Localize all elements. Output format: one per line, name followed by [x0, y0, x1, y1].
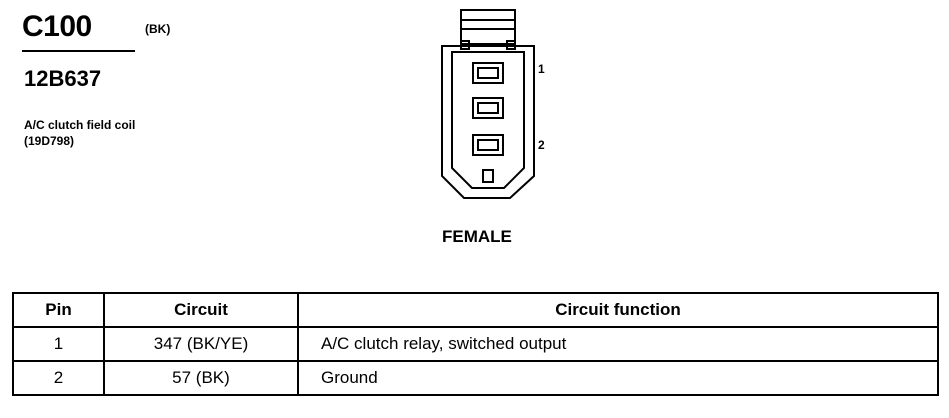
connector-key [482, 169, 494, 183]
table-row: 2 57 (BK) Ground [12, 360, 939, 396]
cell-circuit-function: A/C clutch relay, switched output [297, 326, 939, 362]
pin-number-1: 1 [538, 62, 545, 76]
connector-color-code: (BK) [145, 22, 171, 36]
title-underline [22, 50, 135, 52]
connector-id: C100 [22, 10, 92, 43]
connector-gender: FEMALE [442, 227, 512, 246]
cell-circuit: 57 (BK) [103, 360, 299, 396]
component-description: A/C clutch field coil (19D798) [24, 117, 135, 149]
pin-number-2: 2 [538, 138, 545, 152]
connector-face-diagram [441, 9, 535, 199]
table-row: 1 347 (BK/YE) A/C clutch relay, switched… [12, 326, 939, 362]
header-circuit-function: Circuit function [297, 292, 939, 328]
cell-pin: 1 [12, 326, 105, 362]
component-name: A/C clutch field coil [24, 118, 136, 132]
cell-circuit: 347 (BK/YE) [103, 326, 299, 362]
cell-circuit-function: Ground [297, 360, 939, 396]
table-header-row: Pin Circuit Circuit function [12, 292, 939, 328]
header-pin: Pin [12, 292, 105, 328]
pinout-table: Pin Circuit Circuit function 1 347 (BK/Y… [12, 292, 939, 396]
component-part-number: (19D798) [24, 134, 75, 148]
connector-body-outer [441, 45, 535, 199]
connector-body-inner [451, 51, 525, 189]
cell-pin: 2 [12, 360, 105, 396]
connector-latch [460, 9, 516, 50]
header-circuit: Circuit [103, 292, 299, 328]
part-number: 12B637 [24, 66, 102, 91]
pin-cavity-1 [472, 62, 504, 84]
pin-cavity-blank [472, 97, 504, 119]
pin-cavity-2 [472, 134, 504, 156]
